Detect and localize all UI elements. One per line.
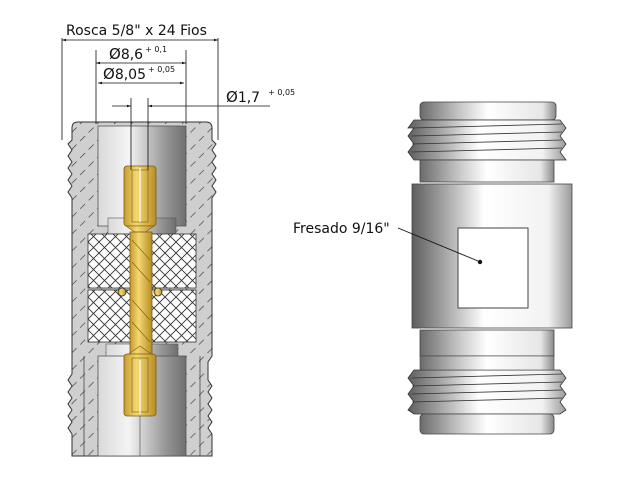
dimensions xyxy=(61,38,270,170)
diameter-1-7-label: Ø1,7+ 0,05 xyxy=(226,88,296,106)
diameter-8-6-label: Ø8,6+ 0,1 xyxy=(109,45,168,63)
diameter-symbol-icon: Ø xyxy=(109,45,121,63)
top-thread xyxy=(407,119,567,161)
callout-leader xyxy=(397,227,479,262)
center-pin xyxy=(117,165,163,417)
diameter-symbol-icon: Ø xyxy=(226,88,238,106)
bottom-thread xyxy=(407,369,567,415)
milled-flat xyxy=(457,227,529,309)
milled-flat-callout: Fresado 9/16" xyxy=(293,221,390,237)
thread-dimension-label: Rosca 5/8" x 24 Fios xyxy=(66,23,207,39)
section-view xyxy=(67,121,217,457)
external-view xyxy=(397,101,573,435)
diameter-symbol-icon: Ø xyxy=(103,65,115,83)
diameter-8-05-label: Ø8,05+ 0,05 xyxy=(103,65,176,83)
